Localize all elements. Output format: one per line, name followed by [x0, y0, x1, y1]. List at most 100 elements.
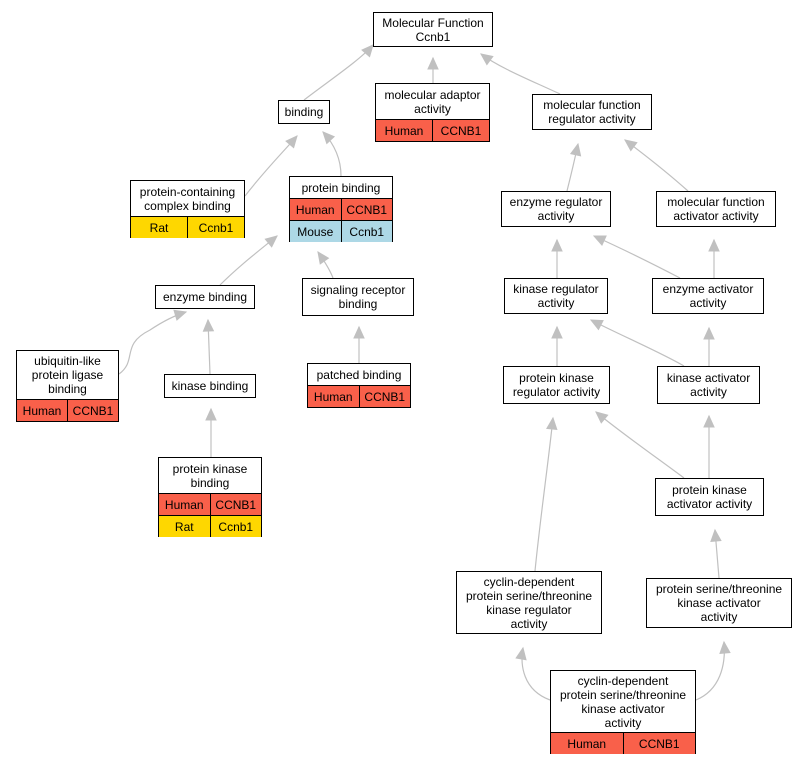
species-row-mouse: Mouse Ccnb1	[290, 220, 392, 242]
edge-arrowhead	[703, 326, 715, 340]
edge-line	[595, 411, 685, 479]
node-label: protein kinase activator activity	[666, 483, 753, 511]
node-label: molecular function activator activity	[667, 195, 765, 223]
species-name: Human	[567, 736, 607, 751]
node-enzyme-regulator-activity[interactable]: enzyme regulator activity	[501, 191, 611, 227]
edge-line	[593, 235, 681, 279]
edge-arrowhead	[569, 142, 582, 157]
gene-symbol: CCNB1	[67, 400, 118, 421]
edge-arrowhead	[546, 416, 558, 431]
species-name: Human	[22, 403, 62, 418]
edge-arrowhead	[515, 646, 527, 661]
node-label: kinase activator activity	[666, 371, 751, 399]
node-molecular-function-activator-activity[interactable]: molecular function activator activity	[656, 191, 776, 227]
node-label: enzyme activator activity	[662, 282, 754, 310]
edge-line	[590, 319, 685, 367]
edge-line	[118, 311, 187, 375]
node-label: molecular adaptor activity	[384, 87, 481, 116]
gene-symbol: Ccnb1	[187, 217, 244, 238]
node-label: kinase binding	[171, 379, 249, 393]
node-label: molecular function regulator activity	[543, 98, 641, 126]
node-label: protein binding	[301, 180, 381, 195]
species-name: Rat	[174, 519, 194, 534]
species-name: Human	[164, 497, 204, 512]
gene-symbol: Ccnb1	[340, 221, 393, 242]
node-label: cyclin-dependent protein serine/threonin…	[559, 673, 687, 730]
species-name: Rat	[149, 220, 169, 235]
species-row-rat: Rat Ccnb1	[159, 515, 261, 537]
edge-arrowhead	[703, 414, 715, 428]
species-name: Human	[384, 123, 424, 138]
node-label: Molecular Function Ccnb1	[382, 15, 484, 44]
node-protein-containing-complex-binding[interactable]: protein-containing complex binding Rat C…	[130, 180, 245, 238]
node-enzyme-binding[interactable]: enzyme binding	[155, 285, 255, 309]
node-protein-kinase-activator-activity[interactable]: protein kinase activator activity	[655, 478, 764, 516]
edge-arrowhead	[361, 44, 374, 58]
edge-arrowhead	[202, 318, 215, 332]
edge-line	[534, 417, 554, 572]
node-ubiquitin-like-protein-ligase-binding[interactable]: ubiquitin-like protein ligase binding Hu…	[16, 350, 119, 422]
edge-arrowhead	[427, 56, 439, 70]
edge-arrowhead	[480, 53, 494, 66]
node-label: protein kinase binding	[172, 461, 248, 490]
species-row-human: Human CCNB1	[17, 399, 118, 421]
node-label: cyclin-dependent protein serine/threonin…	[465, 574, 593, 631]
node-molecular-function-regulator-activity[interactable]: molecular function regulator activity	[532, 94, 652, 130]
edge-arrowhead	[353, 325, 365, 339]
node-label: patched binding	[316, 367, 402, 382]
species-row-human: Human CCNB1	[551, 732, 695, 754]
edge-line	[624, 139, 689, 192]
node-patched-binding[interactable]: patched binding Human CCNB1	[307, 363, 411, 408]
node-protein-binding[interactable]: protein binding Human CCNB1 Mouse Ccnb1	[289, 176, 393, 242]
node-signaling-receptor-binding[interactable]: signaling receptor binding	[302, 278, 414, 316]
node-label: binding	[284, 105, 324, 119]
node-enzyme-activator-activity[interactable]: enzyme activator activity	[652, 278, 764, 314]
node-kinase-regulator-activity[interactable]: kinase regulator activity	[504, 278, 608, 314]
edge-arrowhead	[285, 135, 298, 149]
node-cyclin-dependent-kinase-activator-activity[interactable]: cyclin-dependent protein serine/threonin…	[550, 670, 696, 754]
gene-symbol: CCNB1	[358, 386, 411, 407]
species-name: Human	[313, 389, 353, 404]
node-cyclin-dependent-kinase-regulator-activity[interactable]: cyclin-dependent protein serine/threonin…	[456, 571, 602, 634]
species-row-rat: Rat Ccnb1	[131, 216, 244, 238]
edge-line	[303, 44, 374, 101]
species-row-human: Human CCNB1	[308, 385, 410, 407]
gene-symbol: Ccnb1	[209, 516, 262, 537]
node-protein-serine-threonine-kinase-activator-activity[interactable]: protein serine/threonine kinase activato…	[646, 578, 792, 628]
edge-line	[521, 647, 551, 701]
node-label: enzyme regulator activity	[509, 195, 603, 223]
node-kinase-binding[interactable]: kinase binding	[164, 374, 256, 398]
node-label: protein-containing complex binding	[139, 184, 236, 213]
node-label: enzyme binding	[162, 290, 248, 304]
edge-arrowhead	[264, 235, 278, 248]
edge-arrowhead	[589, 319, 604, 331]
edge-arrowhead	[710, 528, 722, 542]
node-protein-kinase-binding[interactable]: protein kinase binding Human CCNB1 Rat C…	[158, 457, 262, 537]
node-kinase-activator-activity[interactable]: kinase activator activity	[657, 366, 760, 404]
edge-arrowhead	[624, 139, 638, 152]
species-row-human: Human CCNB1	[159, 493, 261, 515]
edge-arrowhead	[551, 238, 563, 252]
edge-arrowhead	[708, 238, 720, 252]
node-binding[interactable]: binding	[278, 100, 330, 124]
edge-arrowhead	[592, 235, 607, 246]
gene-symbol: CCNB1	[209, 494, 262, 515]
node-molecular-function-ccnb1[interactable]: Molecular Function Ccnb1	[373, 12, 493, 47]
gene-symbol: CCNB1	[622, 733, 696, 754]
species-name: Human	[295, 202, 335, 217]
node-label: protein serine/threonine kinase activato…	[655, 582, 783, 624]
node-protein-kinase-regulator-activity[interactable]: protein kinase regulator activity	[503, 366, 610, 404]
edge-arrowhead	[205, 407, 217, 421]
edge-arrowhead	[719, 640, 731, 654]
species-row-human: Human CCNB1	[376, 119, 489, 141]
edge-arrowhead	[595, 411, 609, 424]
edge-arrowhead	[317, 251, 330, 265]
edge-arrowhead	[173, 309, 188, 321]
node-label: protein kinase regulator activity	[512, 371, 601, 399]
node-molecular-adaptor-activity[interactable]: molecular adaptor activity Human CCNB1	[375, 83, 490, 142]
species-row-human: Human CCNB1	[290, 198, 392, 220]
gene-symbol: CCNB1	[432, 120, 489, 141]
node-label: ubiquitin-like protein ligase binding	[31, 354, 104, 396]
gene-symbol: CCNB1	[340, 199, 393, 220]
